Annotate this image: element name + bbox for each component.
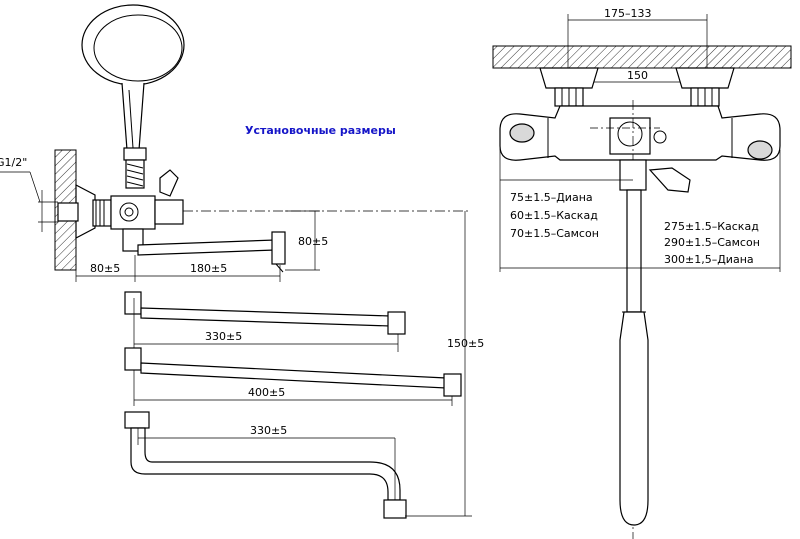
spout-400: 400±5 (124, 347, 462, 406)
spacing-line-1: 75±1.5–Диана (510, 191, 593, 204)
dim-80-180-horizontal: 80±5 180±5 (75, 240, 281, 282)
length-line-3: 300±1,5–Диана (664, 253, 754, 266)
spout-front (619, 159, 691, 526)
spout-330: 330±5 (124, 291, 406, 352)
length-line-1: 275±1.5–Каскад (664, 220, 759, 233)
spacing-line-2: 60±1.5–Каскад (510, 209, 598, 222)
mixer-body-side (57, 184, 184, 252)
dim-180-label: 180±5 (190, 262, 227, 275)
drawing-title: Установочные размеры (245, 124, 396, 137)
spout-bent-330: 330±5 (124, 411, 407, 519)
dim-330-label-b: 330±5 (250, 424, 287, 437)
spout-180 (137, 231, 286, 273)
right-wall (492, 45, 792, 69)
dim-80-vertical: 80±5 (285, 210, 328, 271)
shower-holder (123, 147, 179, 197)
dim-150-horizontal-label: 150 (627, 69, 648, 82)
dim-150-vertical: 150±5 (405, 211, 484, 517)
spacing-dimension: 75±1.5–Диана 60±1.5–Каскад 70±1.5–Самсон (499, 140, 633, 272)
dim-80-horizontal-label: 80±5 (90, 262, 120, 275)
length-dimension: 275±1.5–Каскад 290±1.5–Самсон 300±1,5–Ди… (500, 150, 781, 272)
shower-head (81, 4, 185, 151)
dim-330-label-a: 330±5 (205, 330, 242, 343)
dim-400-label: 400±5 (248, 386, 285, 399)
length-line-2: 290±1.5–Самсон (664, 236, 760, 249)
dim-175-133-label: 175–133 (604, 7, 652, 20)
mixer-body-front (499, 105, 781, 161)
dim-150-vertical-label: 150±5 (447, 337, 484, 350)
dim-80-vertical-label: 80±5 (298, 235, 328, 248)
eccentric-connectors (539, 67, 735, 107)
thread-label: G1/2" (0, 156, 27, 169)
thread-dimension: G1/2" (0, 156, 58, 232)
spacing-line-3: 70±1.5–Самсон (510, 227, 599, 240)
